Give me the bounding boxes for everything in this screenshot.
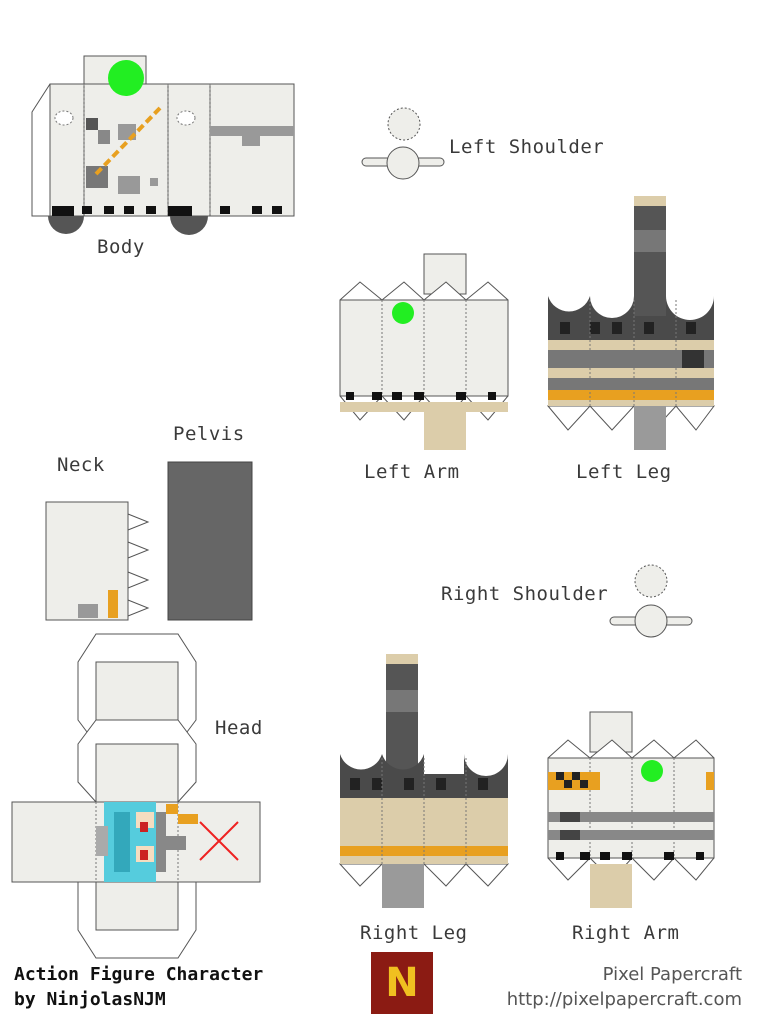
label-left-leg: Left Leg — [576, 461, 672, 483]
label-neck: Neck — [57, 454, 105, 476]
credits-title: Action Figure Character — [14, 964, 264, 985]
green-dot-icon — [108, 60, 144, 96]
neck-template — [45, 501, 150, 621]
left-arm-template — [339, 253, 509, 450]
right-arm-template — [547, 711, 715, 908]
label-left-arm: Left Arm — [364, 461, 460, 483]
right-leg-template — [338, 654, 510, 908]
credits: Action Figure Character by NinjolasNJM — [14, 962, 263, 1012]
cross-mark-icon — [199, 821, 239, 861]
green-dot-icon — [641, 760, 663, 782]
logo-letter: N — [385, 960, 419, 1006]
label-right-leg: Right Leg — [360, 922, 468, 944]
brand-name: Pixel Papercraft — [602, 964, 742, 985]
logo-icon: N — [371, 952, 433, 1014]
label-right-shoulder: Right Shoulder — [441, 583, 609, 605]
green-dot-icon — [392, 302, 414, 324]
pelvis-template — [167, 461, 253, 621]
label-head: Head — [215, 717, 263, 739]
brand-url[interactable]: http://pixelpapercraft.com — [506, 989, 742, 1010]
right-shoulder-template — [609, 564, 693, 638]
left-shoulder-template — [361, 107, 445, 180]
brand: Pixel Papercraft http://pixelpapercraft.… — [507, 962, 742, 1012]
body-template — [31, 55, 295, 235]
head-template — [11, 633, 261, 959]
credits-author: by NinjolasNJM — [14, 989, 166, 1010]
label-pelvis: Pelvis — [173, 423, 245, 445]
left-leg-template — [546, 196, 715, 450]
label-left-shoulder: Left Shoulder — [449, 136, 605, 158]
label-right-arm: Right Arm — [572, 922, 680, 944]
label-body: Body — [97, 236, 145, 258]
